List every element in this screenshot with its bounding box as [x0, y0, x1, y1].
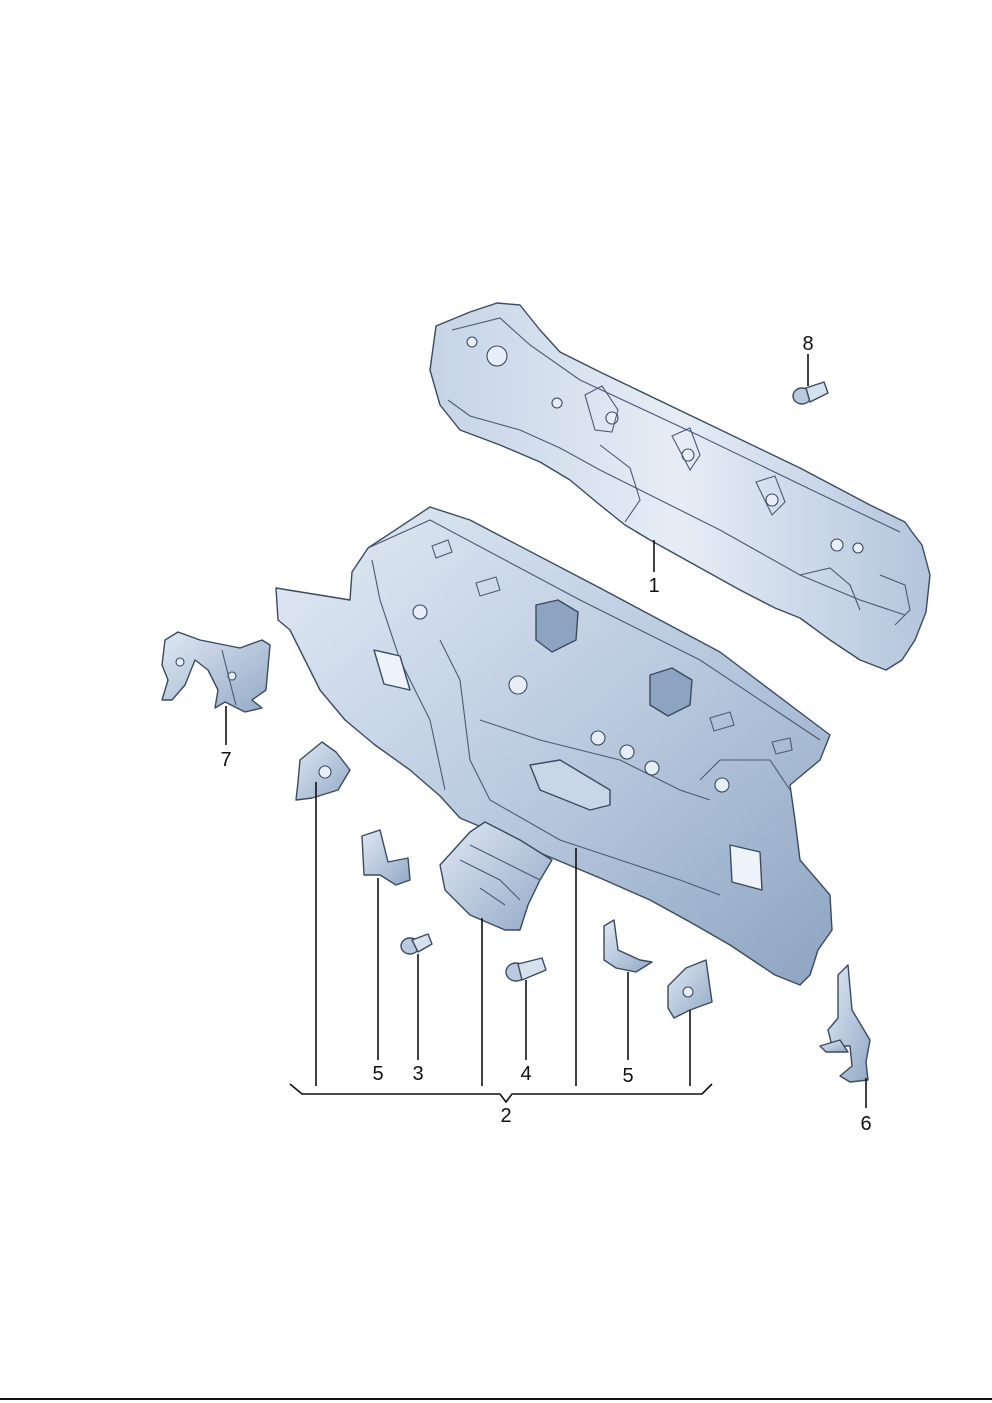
part-2-rear-panel — [275, 506, 833, 986]
callout-8: 8 — [802, 333, 813, 355]
bottom-rule — [0, 1398, 992, 1400]
callout-7: 7 — [220, 749, 231, 771]
part-bracket-left — [295, 741, 351, 801]
part-4-bolt — [505, 957, 547, 982]
part-3-bolt — [400, 933, 433, 955]
callout-6: 6 — [860, 1113, 871, 1135]
part-bracket-right — [667, 959, 713, 1019]
part-5-bracket-left — [361, 829, 411, 886]
bracket-2 — [289, 1083, 713, 1104]
callout-2: 2 — [500, 1105, 511, 1127]
part-8-bolt — [792, 381, 829, 405]
callout-3: 3 — [412, 1063, 423, 1085]
callout-4: 4 — [520, 1063, 531, 1085]
callout-5-right: 5 — [622, 1065, 633, 1087]
part-1-upper-cross-member — [429, 302, 931, 671]
part-6-bracket — [819, 964, 871, 1083]
callout-5-left: 5 — [372, 1063, 383, 1085]
part-7-bracket — [161, 631, 271, 713]
callout-labels: 8 1 7 5 3 4 5 2 6 — [220, 333, 871, 1135]
part-5-bracket-right — [603, 919, 653, 973]
leader-lines — [225, 354, 867, 1108]
part-reinforcement-plate — [439, 821, 553, 931]
callout-1: 1 — [648, 575, 659, 597]
